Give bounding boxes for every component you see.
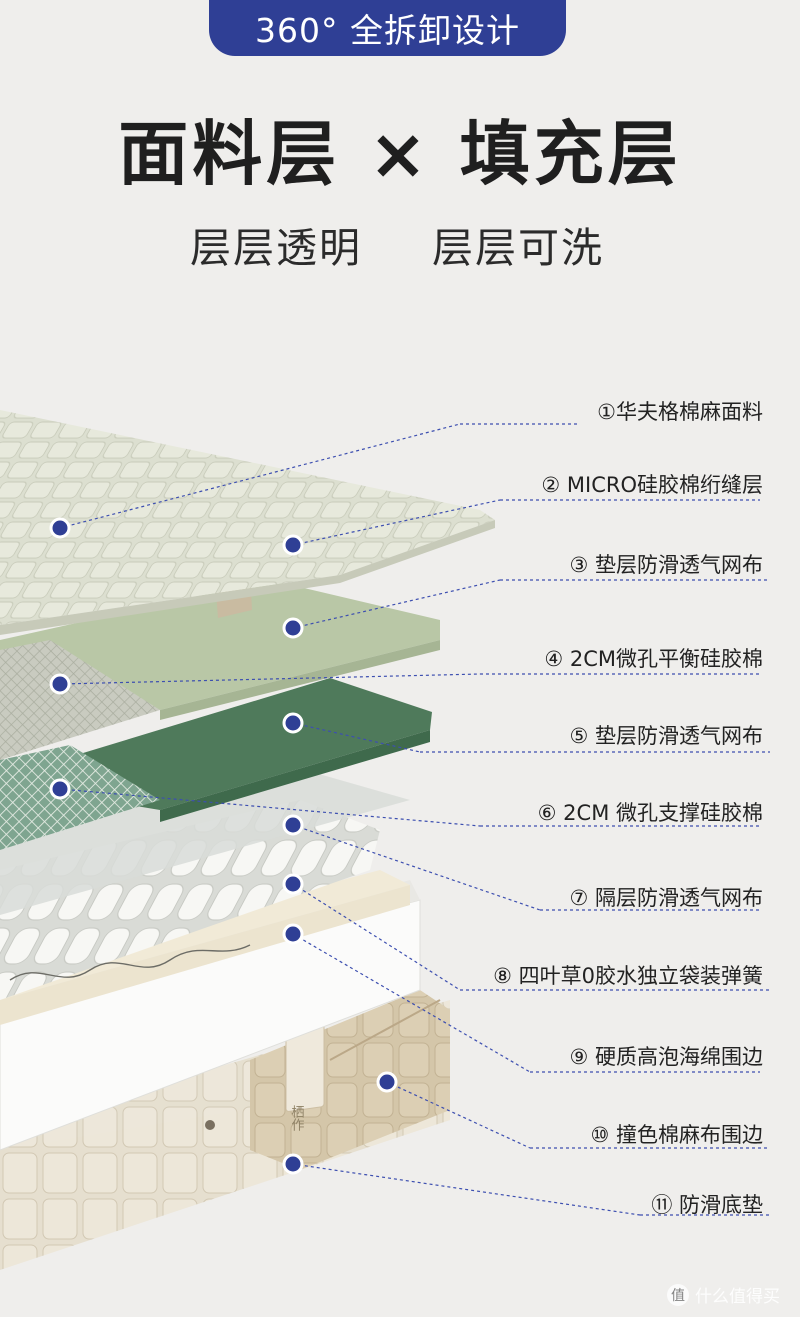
layer-dot [282,1153,304,1175]
leader-line [292,722,421,753]
brand-tag-text: 栖作 [289,1105,305,1131]
layer-dots [49,517,398,1175]
layer-dot [282,534,304,556]
badge: 360° 全拆卸设计 [209,0,566,56]
layer-label: ⑨ 硬质高泡海绵围边 [569,1045,763,1069]
green-mesh-layer [0,745,160,850]
layer-dot [282,617,304,639]
layer-dot [376,1071,398,1093]
leader-line [292,1163,641,1216]
layer-dot [49,517,71,539]
layer-dot [282,923,304,945]
support-foam-layer [40,678,432,822]
layer-dot [282,873,304,895]
leader-line [59,788,481,827]
layer-label: ⑥ 2CM 微孔支撑硅胶棉 [537,801,763,825]
cream-frame-layer [0,870,410,1025]
tag-rivet [205,1120,215,1130]
layer-label: ⑤ 垫层防滑透气网布 [569,724,763,748]
layer-dot [49,778,71,800]
layer-dot [282,814,304,836]
leader-line [292,933,531,1073]
leader-line [59,423,461,529]
watermark-text: 什么值得买 [695,1287,780,1307]
leader-line [292,883,461,991]
subtitle-left: 层层透明 [190,224,362,272]
side-fabric-border: 栖作 [205,990,450,1170]
leader-line [292,824,541,911]
leader-line [386,1081,531,1149]
subtitle-right: 层层可洗 [432,224,604,272]
separator-mesh-layer [0,760,410,915]
layer-label: ④ 2CM微孔平衡硅胶棉 [544,647,763,671]
top-mesh-layer [0,640,160,760]
leader-line [292,499,501,546]
leader-line [59,673,481,685]
page-title: 面料层 × 填充层 [118,113,682,195]
waffle-fabric-layer [0,410,495,635]
layer-label: ⑪ 防滑底垫 [651,1193,763,1217]
leader-lines [59,423,770,1216]
layer-dot [49,673,71,695]
layer-label: ⑦ 隔层防滑透气网布 [569,886,763,910]
layer-dot [282,712,304,734]
layer-label: ③ 垫层防滑透气网布 [569,553,763,577]
layer-label: ⑩ 撞色棉麻布围边 [590,1123,763,1147]
layer-label: ⑧ 四叶草0胶水独立袋装弹簧 [493,964,763,988]
layer-label: ② MICRO硅胶棉绗缝层 [541,473,763,497]
watermark-icon: 值 [667,1283,689,1306]
layer-label: ①华夫格棉麻面料 [597,400,763,424]
watermark: 值 什么值得买 [667,1282,780,1307]
